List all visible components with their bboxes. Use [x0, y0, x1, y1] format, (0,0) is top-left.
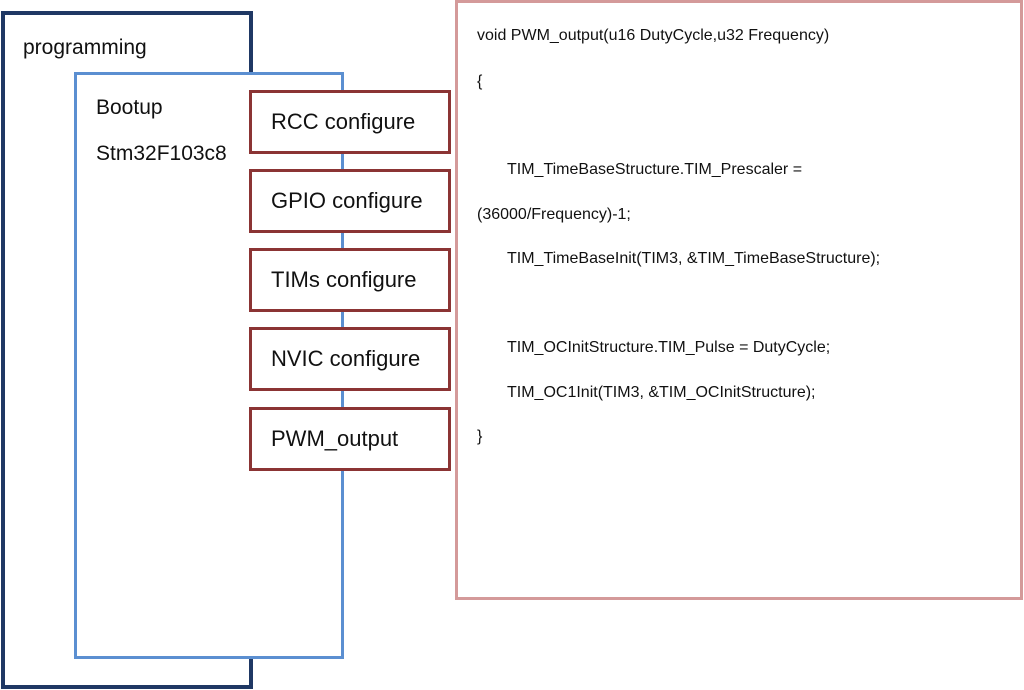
step-label: TIMs configure — [271, 267, 417, 292]
code-line: } — [477, 428, 483, 445]
step-rcc-configure: RCC configure — [249, 90, 451, 154]
step-nvic-configure: NVIC configure — [249, 327, 451, 391]
step-gpio-configure: GPIO configure — [249, 169, 451, 233]
code-line: TIM_OCInitStructure.TIM_Pulse = DutyCycl… — [507, 339, 831, 356]
code-panel — [455, 0, 1023, 600]
code-line: { — [477, 73, 483, 90]
code-line: TIM_TimeBaseInit(TIM3, &TIM_TimeBaseStru… — [507, 250, 881, 267]
step-label: GPIO configure — [271, 188, 423, 213]
chip-label: Stm32F103c8 — [96, 142, 227, 165]
code-line: void PWM_output(u16 DutyCycle,u32 Freque… — [477, 27, 830, 44]
step-label: NVIC configure — [271, 346, 421, 371]
step-label: PWM_output — [271, 426, 399, 451]
step-pwm-output: PWM_output — [249, 407, 451, 471]
programming-label: programming — [23, 36, 147, 59]
code-line: TIM_TimeBaseStructure.TIM_Prescaler = — [507, 161, 803, 178]
code-line: (36000/Frequency)-1; — [477, 206, 631, 223]
step-tims-configure: TIMs configure — [249, 248, 451, 312]
step-label: RCC configure — [271, 109, 416, 134]
bootup-label: Bootup — [96, 96, 163, 119]
code-line: TIM_OC1Init(TIM3, &TIM_OCInitStructure); — [507, 384, 816, 401]
